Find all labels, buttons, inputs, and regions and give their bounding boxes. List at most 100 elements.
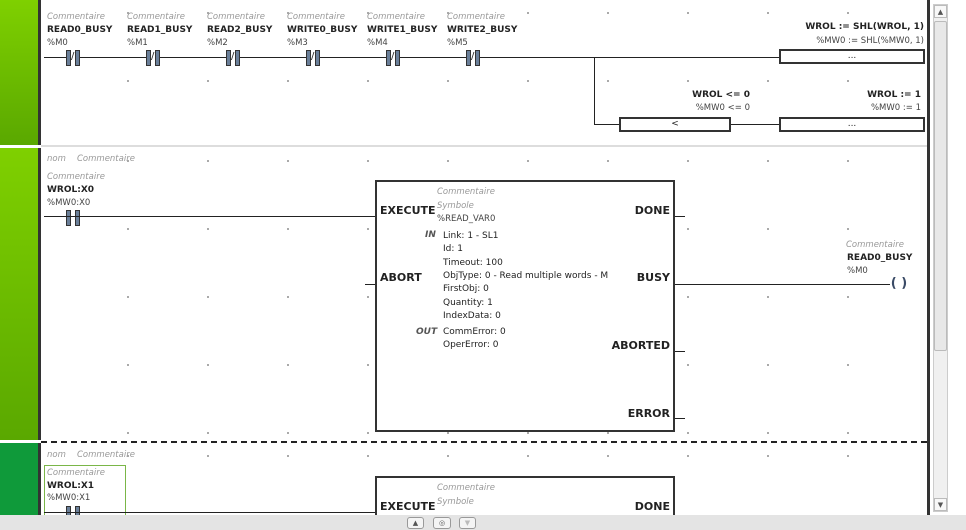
pin-busy[interactable]: BUSY bbox=[636, 271, 670, 284]
grid-dot bbox=[127, 228, 129, 230]
contact-address: %M1 bbox=[127, 38, 148, 48]
selected-contact[interactable] bbox=[44, 465, 126, 515]
grid-dot bbox=[687, 228, 689, 230]
grid-dot bbox=[207, 12, 209, 14]
rung3-name[interactable]: nom bbox=[47, 450, 66, 460]
fb-input-param: IndexData: 0 bbox=[443, 310, 501, 321]
rung2-selector[interactable] bbox=[0, 148, 41, 440]
rung2-comment[interactable]: Commentaire bbox=[77, 154, 135, 164]
contact-nc[interactable]: / bbox=[66, 50, 80, 66]
rung1-selector[interactable] bbox=[0, 0, 41, 145]
op1-symbol: WROL := SHL(WROL, 1) bbox=[805, 22, 924, 32]
grid-dot bbox=[287, 12, 289, 14]
grid-dot bbox=[847, 432, 849, 434]
contact-comment: Commentaire bbox=[127, 12, 185, 22]
contact-nc[interactable]: / bbox=[146, 50, 160, 66]
op2-address: %MW0 := 1 bbox=[870, 103, 921, 113]
pin-execute[interactable]: EXECUTE bbox=[380, 500, 436, 513]
next-rung-button[interactable]: ▼ bbox=[459, 517, 476, 529]
grid-dot bbox=[447, 432, 449, 434]
wire bbox=[594, 57, 595, 125]
grid-dot bbox=[847, 12, 849, 14]
contact-comment: Commentaire bbox=[447, 12, 505, 22]
contact-comment: Commentaire bbox=[367, 12, 425, 22]
contact-comment: Commentaire bbox=[47, 468, 105, 478]
grid-dot bbox=[527, 12, 529, 14]
contact-address: %M0 bbox=[47, 38, 68, 48]
grid-dot bbox=[287, 455, 289, 457]
grid-dot bbox=[847, 228, 849, 230]
in-label: IN bbox=[425, 230, 436, 240]
function-block[interactable]: Commentaire Symbole EXECUTE DONE bbox=[375, 476, 675, 521]
fb-input-param: Id: 1 bbox=[443, 244, 463, 255]
grid-dot bbox=[287, 364, 289, 366]
rung3-comment[interactable]: Commentaire bbox=[77, 450, 135, 460]
contact-symbol: WRITE1_BUSY bbox=[367, 25, 438, 35]
rung3-selector[interactable] bbox=[0, 443, 41, 515]
grid-dot bbox=[207, 455, 209, 457]
grid-dot bbox=[367, 364, 369, 366]
fb-symbol-label: Symbole bbox=[437, 497, 474, 507]
grid-dot bbox=[607, 80, 609, 82]
right-power-rail bbox=[927, 0, 930, 515]
grid-dot bbox=[447, 12, 449, 14]
scroll-up-button[interactable]: ▲ bbox=[934, 5, 947, 18]
pin-done[interactable]: DONE bbox=[634, 204, 670, 217]
contact-no[interactable] bbox=[66, 506, 80, 522]
grid-dot bbox=[287, 228, 289, 230]
coil-comment: Commentaire bbox=[846, 240, 904, 250]
rung2-name[interactable]: nom bbox=[47, 154, 66, 164]
pin-abort[interactable]: ABORT bbox=[380, 271, 422, 284]
contact-address: %MW0:X1 bbox=[47, 493, 91, 503]
bottom-navigation-bar: ▲ ◎ ▼ bbox=[0, 515, 966, 530]
wire bbox=[44, 512, 375, 513]
contact-nc[interactable]: / bbox=[386, 50, 400, 66]
grid-dot bbox=[847, 80, 849, 82]
contact-symbol: WRITE2_BUSY bbox=[447, 25, 518, 35]
grid-dot bbox=[687, 432, 689, 434]
fb-output-param: OperError: 0 bbox=[443, 340, 499, 351]
grid-dot bbox=[607, 432, 609, 434]
out-label: OUT bbox=[416, 327, 438, 337]
grid-dot bbox=[847, 364, 849, 366]
grid-dot bbox=[607, 160, 609, 162]
contact-no[interactable] bbox=[66, 210, 80, 226]
pin-aborted[interactable]: ABORTED bbox=[611, 339, 670, 352]
grid-dot bbox=[847, 160, 849, 162]
scroll-down-button[interactable]: ▼ bbox=[934, 498, 947, 511]
wire bbox=[673, 284, 890, 285]
coil[interactable]: ( ) bbox=[890, 276, 908, 291]
wire bbox=[673, 418, 685, 419]
contact-nc[interactable]: / bbox=[466, 50, 480, 66]
pin-done[interactable]: DONE bbox=[634, 500, 670, 513]
pin-error[interactable]: ERROR bbox=[627, 407, 670, 420]
grid-dot bbox=[607, 455, 609, 457]
grid-dot bbox=[767, 12, 769, 14]
grid-dot bbox=[367, 432, 369, 434]
pin-execute[interactable]: EXECUTE bbox=[380, 204, 436, 217]
contact-address: %MW0:X0 bbox=[47, 198, 91, 208]
fb-instance: %READ_VAR0 bbox=[437, 214, 496, 224]
grid-dot bbox=[287, 296, 289, 298]
scroll-thumb[interactable] bbox=[934, 21, 947, 351]
vertical-scrollbar[interactable]: ▲ ▼ bbox=[933, 4, 948, 512]
function-block-read-var[interactable]: Commentaire Symbole %READ_VAR0 EXECUTE A… bbox=[375, 180, 675, 432]
operation-block-shl[interactable]: ... bbox=[779, 49, 925, 64]
grid-dot bbox=[287, 80, 289, 82]
coil-symbol: READ0_BUSY bbox=[847, 253, 913, 263]
grid-dot bbox=[287, 160, 289, 162]
goto-rung-icon[interactable]: ◎ bbox=[433, 517, 451, 529]
operation-block-assign[interactable]: ... bbox=[779, 117, 925, 132]
contact-symbol: WRITE0_BUSY bbox=[287, 25, 358, 35]
grid-dot bbox=[527, 80, 529, 82]
coil-address: %M0 bbox=[847, 266, 868, 276]
grid-dot bbox=[767, 296, 769, 298]
grid-dot bbox=[447, 455, 449, 457]
contact-nc[interactable]: / bbox=[306, 50, 320, 66]
previous-rung-button[interactable]: ▲ bbox=[407, 517, 424, 529]
compare-block[interactable]: < bbox=[619, 117, 731, 132]
grid-dot bbox=[447, 80, 449, 82]
contact-symbol: READ2_BUSY bbox=[207, 25, 273, 35]
contact-nc[interactable]: / bbox=[226, 50, 240, 66]
grid-dot bbox=[367, 296, 369, 298]
